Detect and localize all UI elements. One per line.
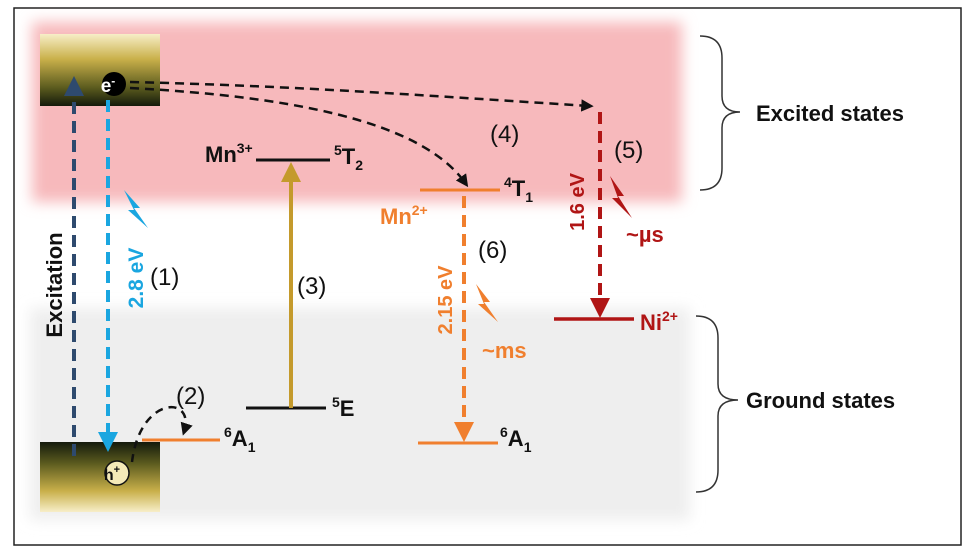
excited-states-label: Excited states (756, 101, 904, 126)
ni-emission-energy: 1.6 eV (567, 172, 589, 230)
excitation-label: Excitation (42, 232, 67, 337)
ni-lifetime: ~µs (626, 222, 664, 247)
electron-label: e- (101, 74, 116, 97)
mn3-upper-state: 5T2 (334, 142, 363, 173)
excited-states-brace (699, 35, 741, 191)
defect-state: 6A1 (224, 424, 256, 455)
host-emission-energy: 2.8 eV (125, 248, 148, 309)
mn2-flash-icon (476, 284, 498, 322)
mn2-emission-energy: 2.15 eV (435, 265, 457, 335)
step-2-label: (2) (176, 383, 205, 410)
mn2-ion-label: Mn2+ (380, 202, 428, 229)
ni-flash-icon (610, 176, 632, 218)
conduction-band (40, 34, 160, 106)
step-3-label: (3) (297, 273, 326, 300)
hole-trap-arrow (130, 406, 193, 463)
host-emission-flash-icon (124, 190, 148, 228)
hole-icon (104, 460, 130, 486)
hole-label: h+ (104, 464, 120, 484)
mn2-upper-state: 4T1 (504, 174, 533, 205)
mn2-lower-state: 6A1 (500, 424, 532, 455)
step-6-label: (6) (478, 237, 507, 264)
step-5-label: (5) (614, 137, 643, 164)
mn3-ion-label: Mn3+ (205, 140, 253, 167)
mn2-lifetime: ~ms (482, 338, 527, 363)
ni-ion-label: Ni2+ (640, 308, 678, 335)
ground-states-label: Ground states (746, 388, 895, 413)
step-1-label: (1) (150, 264, 179, 291)
mn3-lower-state: 5E (332, 394, 354, 421)
ground-states-brace (695, 315, 739, 493)
step-4-label: (4) (490, 121, 519, 148)
transfer-to-ni-arrow (129, 80, 594, 112)
valence-band (40, 442, 160, 512)
electron-icon (102, 72, 126, 96)
